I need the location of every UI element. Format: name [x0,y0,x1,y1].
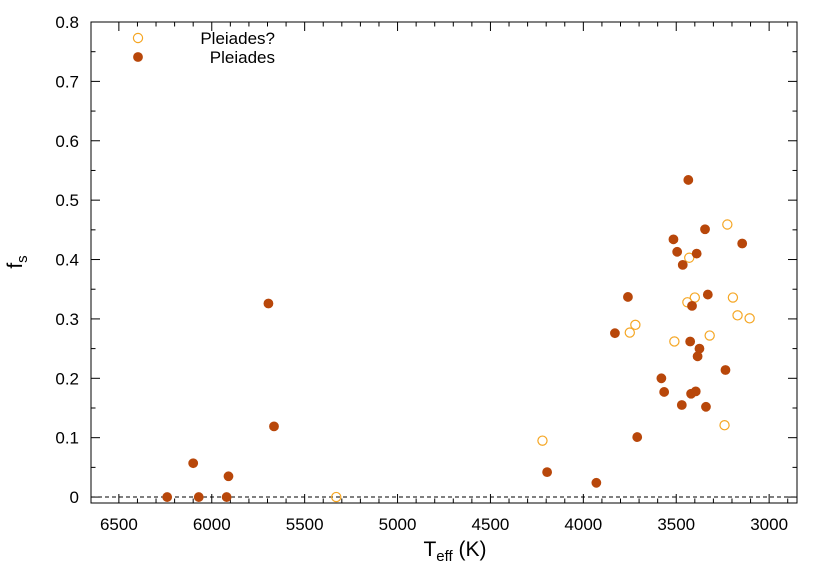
point-pleiades [269,421,279,432]
point-pleiades-candidate [669,336,680,347]
point-pleiades [162,492,173,502]
point-pleiades-candidate [719,420,730,431]
point-pleiades [702,289,713,300]
y-tick-label: 0.5 [55,191,79,210]
y-tick-label: 0.3 [55,310,79,329]
point-pleiades [676,400,687,410]
point-pleiades [691,248,702,259]
y-tick-label: 0.8 [55,13,79,32]
legend: Pleiades?Pleiades [132,29,275,67]
x-axis-label-sub: eff [436,548,453,565]
point-pleiades [223,471,234,482]
x-tick-label: 6500 [100,515,138,534]
point-pleiades [737,238,748,249]
point-pleiades [610,328,620,339]
point-pleiades-candidate [331,491,342,503]
point-pleiades-candidate [689,292,701,303]
legend-marker [133,52,143,62]
x-tick-label: 5000 [379,515,417,534]
point-pleiades-candidate [537,435,548,446]
y-tick-label: 0.6 [55,132,79,151]
point-pleiades [193,492,204,502]
point-pleiades [263,298,274,309]
point-pleiades [591,477,602,488]
point-pleiades-candidate [684,252,695,263]
point-pleiades-candidate [727,292,739,303]
point-pleiades-candidate [744,313,755,324]
x-tick-label: 4500 [472,515,510,534]
x-tick-label: 3500 [657,515,695,534]
legend-marker [132,32,144,44]
point-pleiades [685,336,696,347]
y-tick-label: 0.7 [55,72,79,91]
point-pleiades-candidate [732,310,743,321]
legend-label: Pleiades? [200,29,275,48]
point-pleiades [188,458,199,469]
point-pleiades-candidate [630,319,641,331]
point-pleiades [677,259,688,270]
legend-label: Pleiades [210,48,275,67]
point-pleiades [694,343,705,354]
point-pleiades [632,432,643,442]
point-pleiades [687,300,697,311]
point-pleiades [701,401,711,412]
y-tick-labels: 0 0.1 0.2 0.3 0.4 0.5 0.6 0.7 0.8 [55,13,79,507]
y-tick-label: 0.4 [55,251,79,270]
x-tick-label: 4000 [564,515,602,534]
plot-frame [90,21,798,504]
y-tick-label: 0.1 [55,429,79,448]
x-axis-label: Teff (K) [423,538,486,565]
point-pleiades [221,492,232,502]
point-pleiades-candidate [704,330,715,341]
x-axis-label-suffix: (K) [453,538,487,561]
point-pleiades-candidate [624,327,635,338]
x-axis-label-main: T [423,538,436,561]
point-pleiades [623,292,633,302]
point-pleiades [683,175,694,185]
x-tick-label: 3000 [750,515,788,534]
point-pleiades [720,365,731,375]
point-pleiades [672,246,683,257]
x-tick-label: 6000 [193,515,231,534]
point-pleiades [659,387,670,397]
y-tick-label: 0 [70,488,79,507]
x-tick-labels: 6500 6000 5500 5000 4500 4000 3500 3000 [100,515,788,534]
y-axis-label-main: f [4,263,27,269]
point-pleiades [656,373,667,384]
point-pleiades [668,234,679,245]
x-tick-label: 5500 [286,515,324,534]
y-axis-label: fs [4,255,31,268]
point-pleiades [700,224,710,235]
point-pleiades [690,386,701,397]
axis-ticks [91,21,797,503]
point-pleiades [542,467,553,478]
point-pleiades-candidate [722,219,733,230]
y-axis-label-sub: s [14,255,31,263]
y-tick-label: 0.2 [55,369,79,388]
data-points [162,175,755,503]
